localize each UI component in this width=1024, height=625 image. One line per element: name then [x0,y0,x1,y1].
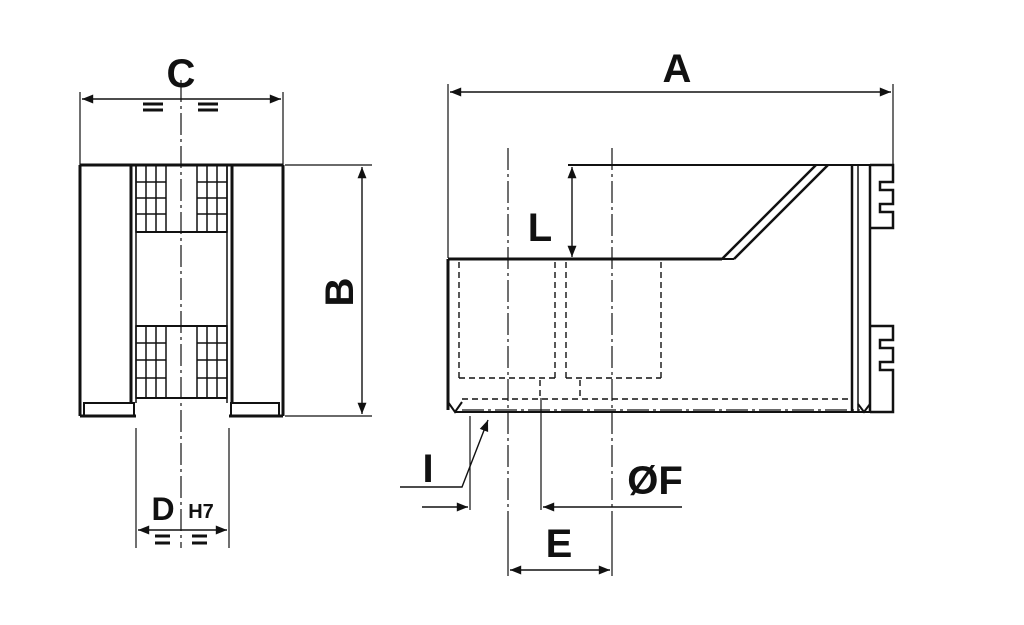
side-body-outline [446,163,895,414]
equal-marks-c [143,102,218,112]
label-h7: H7 [188,501,214,523]
hidden-lines [458,262,852,400]
front-view [78,80,372,548]
label-c: C [167,52,196,96]
leader-line-i [400,419,489,488]
equal-marks-d [155,534,207,545]
label-b: B [318,278,362,307]
insert-grid-bottom [135,325,228,399]
label-d: D [151,491,174,527]
label-a: A [663,47,692,91]
label-f: ØF [627,459,683,503]
label-l: L [528,206,552,250]
label-e: E [546,522,573,566]
label-i: I [422,447,433,491]
side-view [400,84,895,576]
insert-grid-top [135,164,228,233]
